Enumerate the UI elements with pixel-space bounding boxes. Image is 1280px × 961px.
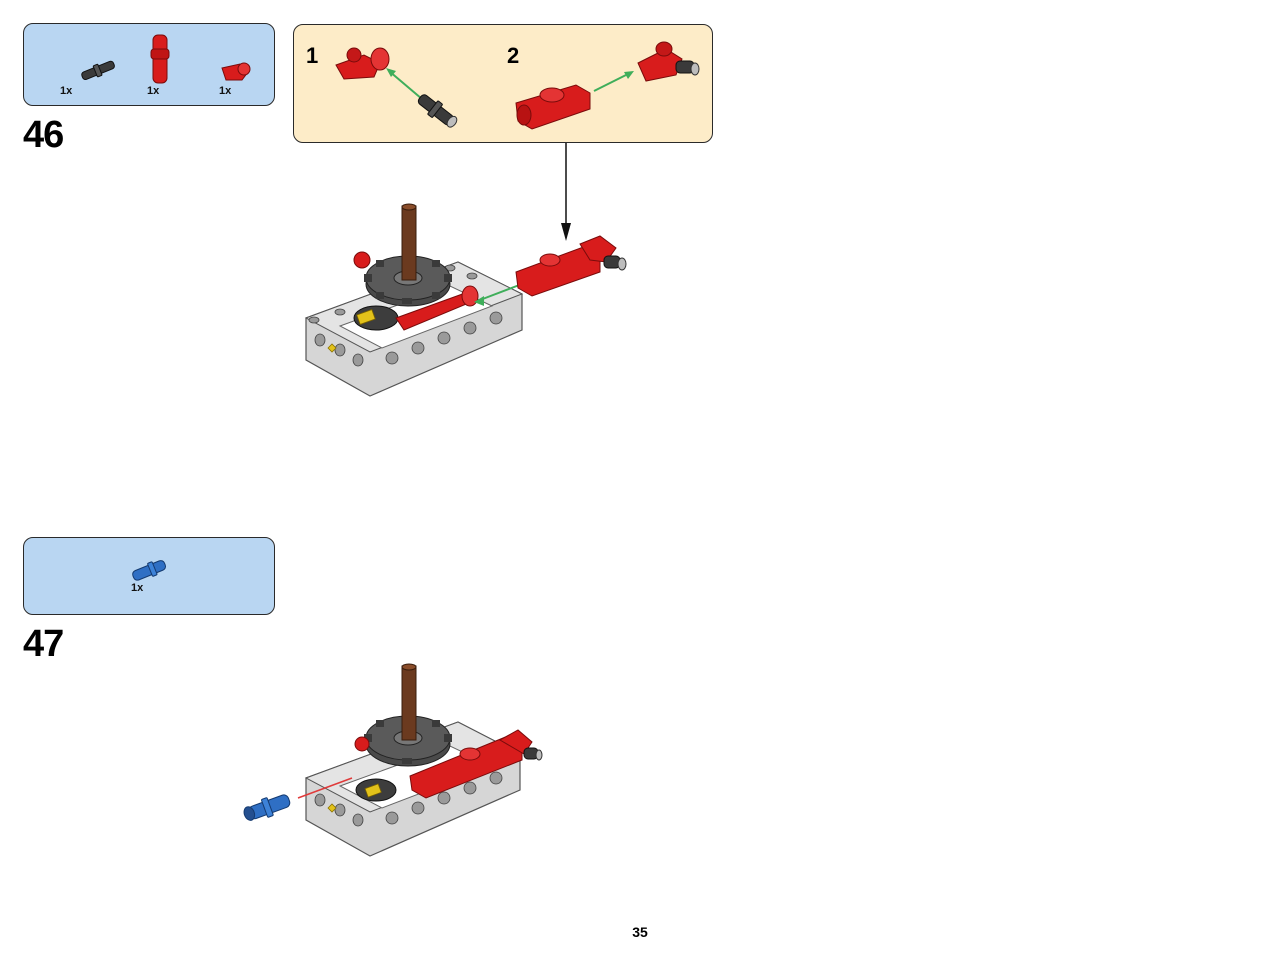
substep-1-illustration: [335, 47, 458, 128]
part-qty: 1x: [147, 85, 160, 97]
step-number: 47: [23, 623, 64, 665]
placement-arrow: [561, 143, 571, 241]
substep-2-illustration: [515, 41, 700, 130]
step-47-assembly: [243, 663, 543, 857]
part-qty: 1x: [131, 582, 144, 594]
step-number: 46: [23, 114, 64, 156]
step-47-parts-box: 1x: [23, 537, 275, 615]
red-axle-pin-connector-part: [150, 34, 170, 84]
part-qty: 1x: [219, 85, 232, 97]
black-friction-pin-part: [81, 60, 115, 81]
step-46-assembly: [304, 203, 627, 397]
step-46-parts-box: 1x 1x 1x: [23, 23, 275, 106]
red-angle-connector-part: [221, 62, 251, 81]
page-number: 35: [632, 924, 648, 940]
substep-number: 2: [507, 43, 520, 68]
substep-number: 1: [306, 43, 319, 68]
blue-long-pin-part: [132, 560, 167, 581]
part-qty: 1x: [60, 85, 73, 97]
step-46-subassembly-box: 1 2: [293, 24, 713, 143]
